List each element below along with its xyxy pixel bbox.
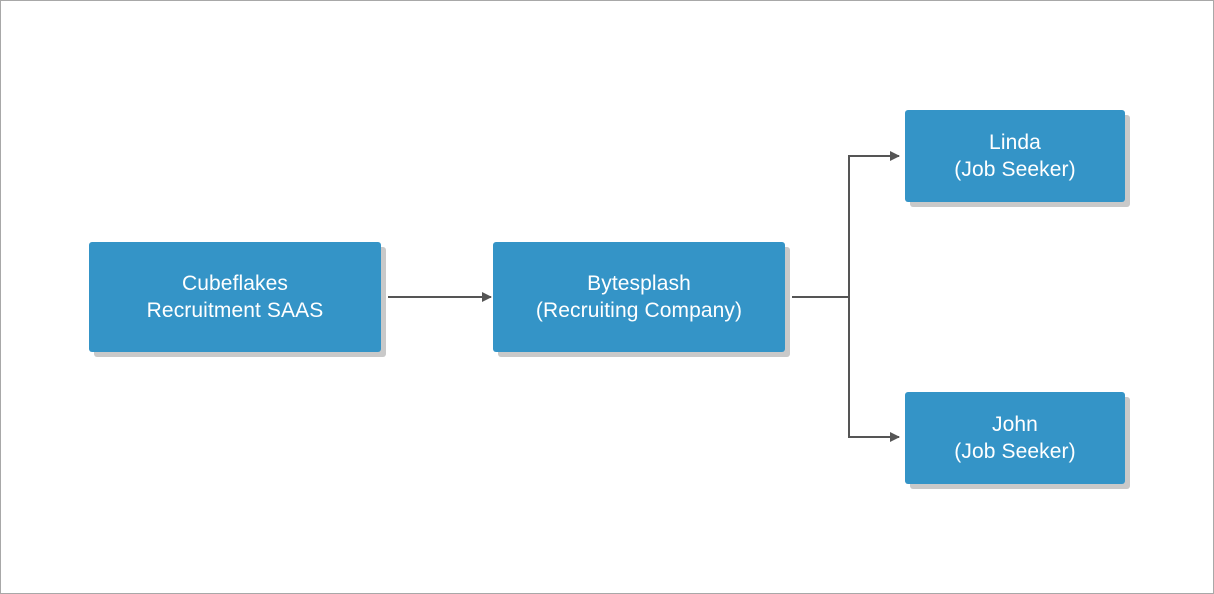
node-john: John (Job Seeker) xyxy=(905,392,1125,484)
node-cubeflakes: Cubeflakes Recruitment SAAS xyxy=(89,242,381,352)
node-linda-line2: (Job Seeker) xyxy=(954,158,1076,181)
node-john-line2: (Job Seeker) xyxy=(954,440,1076,463)
node-linda: Linda (Job Seeker) xyxy=(905,110,1125,202)
node-cubeflakes-line1: Cubeflakes xyxy=(181,272,289,295)
node-bytesplash: Bytesplash (Recruiting Company) xyxy=(493,242,785,352)
edge-bytesplash-to-john xyxy=(848,297,900,442)
node-linda-line1: Linda xyxy=(989,131,1041,154)
node-bytesplash-line1: Bytesplash xyxy=(587,272,691,295)
edge-bytesplash-to-linda xyxy=(792,151,900,298)
node-bytesplash-line2: (Recruiting Company) xyxy=(535,299,743,322)
node-cubeflakes-line2: Recruitment SAAS xyxy=(146,299,324,322)
node-john-line1: John xyxy=(992,413,1038,436)
